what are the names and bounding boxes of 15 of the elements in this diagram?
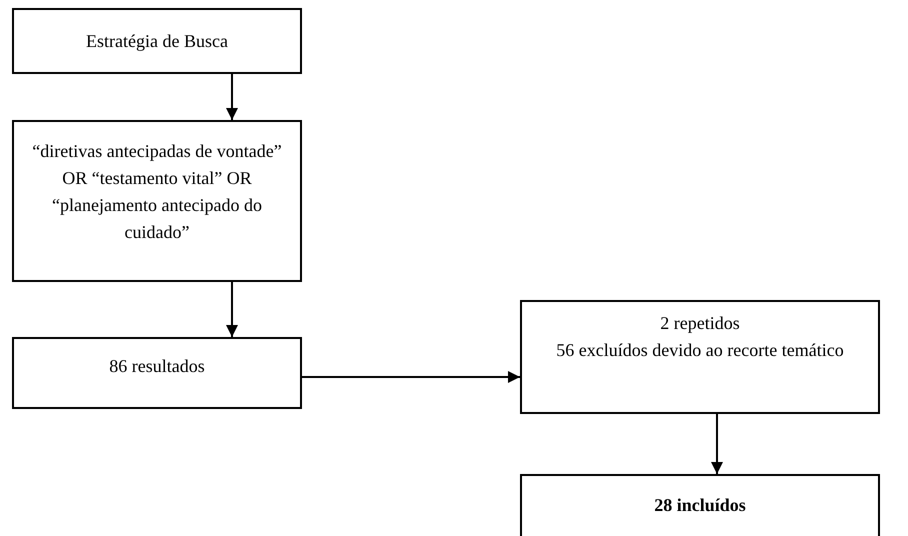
- arrow: [226, 74, 238, 120]
- arrow: [711, 414, 723, 474]
- arrow: [302, 371, 520, 383]
- process-box: [12, 120, 302, 282]
- box-text: Estratégia de Busca: [86, 30, 228, 53]
- box-text: 56 excluídos devido ao recorte temático: [556, 339, 844, 362]
- box-text: 86 resultados: [109, 355, 205, 378]
- box-text: 2 repetidos: [660, 312, 740, 335]
- box-text: 28 incluídos: [654, 494, 746, 517]
- process-box: [12, 8, 302, 74]
- process-box: [12, 337, 302, 409]
- process-box: [520, 474, 880, 536]
- arrow: [226, 282, 238, 337]
- box-text: “diretivas antecipadas de vontade” OR “testamento vital” OR “planejamento antecipado do cuidado”: [31, 140, 283, 244]
- process-box: [520, 300, 880, 414]
